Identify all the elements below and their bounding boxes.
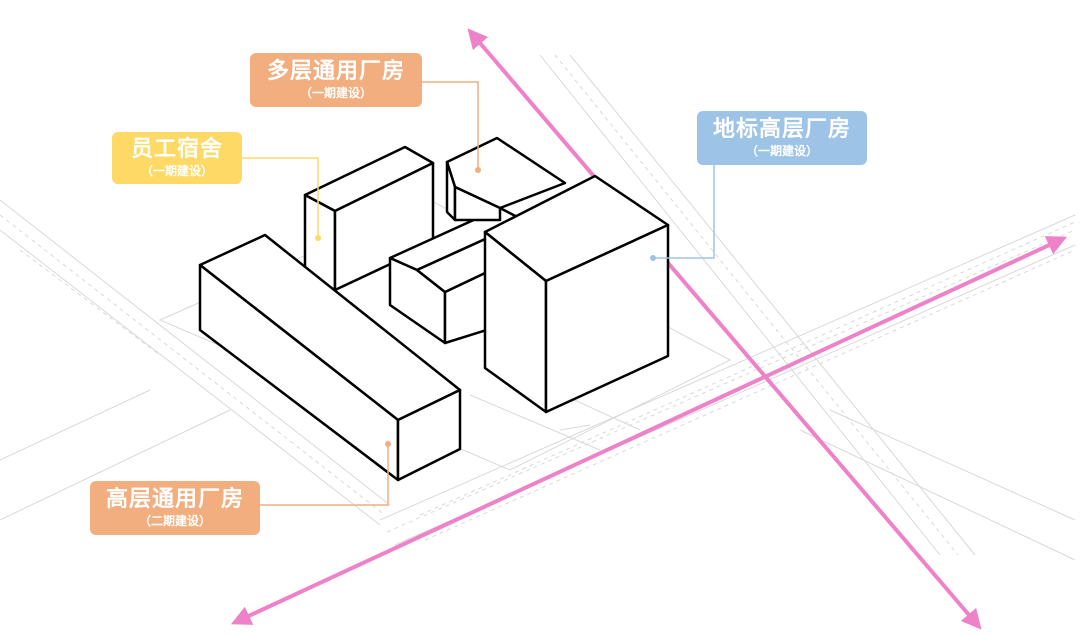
leader-dot-landmark — [650, 255, 656, 261]
road-west-diagonal-lanes — [0, 214, 386, 516]
building-high-rise — [198, 233, 462, 482]
building-landmark — [483, 174, 670, 414]
leader-high-rise — [260, 444, 389, 506]
leader-dormitory — [242, 157, 319, 238]
leader-dot-dormitory — [315, 235, 321, 241]
label-staff-dormitory: 员工宿舍 （一期建设） — [112, 132, 242, 184]
leader-dot-multi-storey — [475, 167, 481, 173]
label-dormitory-phase: （一期建设） — [140, 164, 213, 178]
label-high-rise-phase: （二期建设） — [138, 514, 211, 528]
leader-lines — [242, 81, 715, 506]
label-high-rise-title: 高层通用厂房 — [105, 487, 244, 512]
axis-arrow-sw-ne — [230, 236, 1068, 625]
label-high-rise-factory: 高层通用厂房 （二期建设） — [90, 481, 260, 535]
leader-dot-high-rise — [385, 441, 391, 447]
label-multi-storey-phase: （一期建设） — [299, 86, 372, 100]
leader-landmark — [653, 165, 715, 259]
label-landmark-high-rise-factory: 地标高层厂房 （一期建设） — [697, 111, 867, 165]
label-landmark-title: 地标高层厂房 — [712, 117, 851, 142]
road-west-diagonal — [0, 199, 391, 526]
label-multi-storey-factory: 多层通用厂房 （一期建设） — [250, 53, 422, 107]
label-multi-storey-title: 多层通用厂房 — [266, 59, 405, 84]
road-east-cross — [799, 409, 1076, 561]
axis-arrows — [230, 28, 1068, 630]
leader-multi-storey — [422, 81, 479, 170]
label-landmark-phase: （一期建设） — [745, 144, 818, 158]
buildings — [198, 136, 670, 482]
label-dormitory-title: 员工宿舍 — [130, 137, 223, 162]
